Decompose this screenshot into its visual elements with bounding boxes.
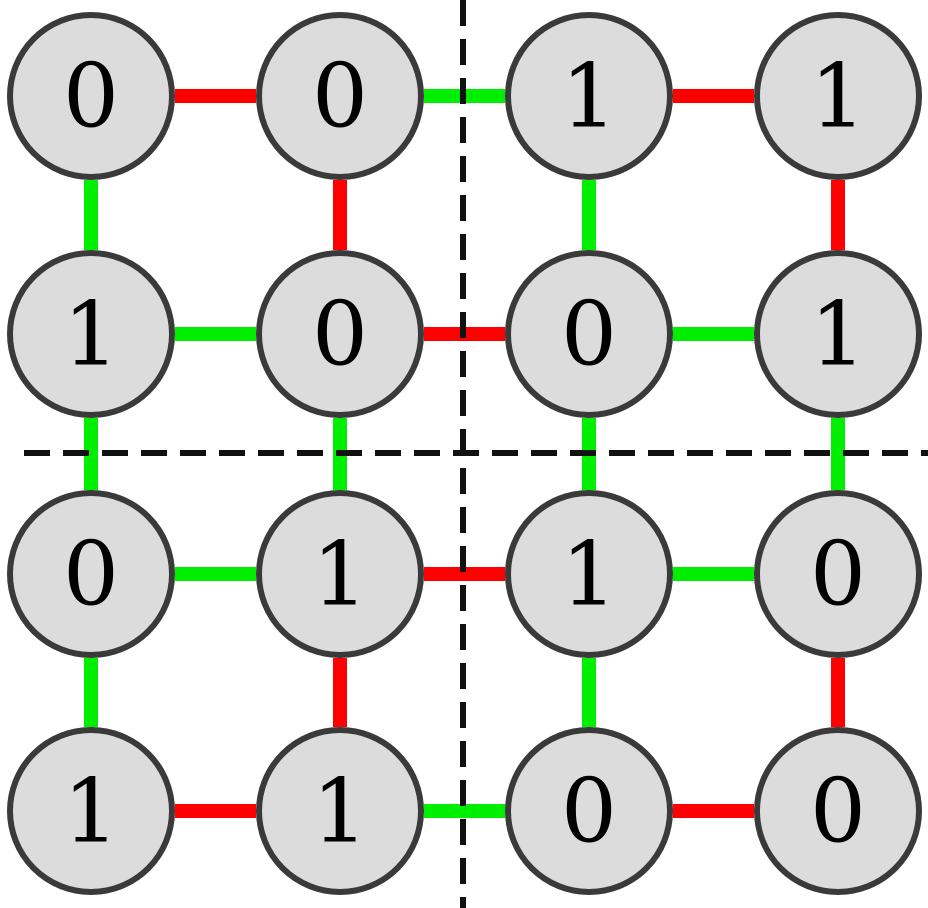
node-r3-c3: 0 [754,727,922,895]
node-value: 1 [810,283,866,386]
dividers-layer [24,0,928,908]
node-r3-c1: 1 [256,727,424,895]
node-circle [256,250,424,418]
node-value: 0 [312,283,368,386]
node-r0-c2: 1 [505,12,673,180]
node-value: 1 [63,283,119,386]
node-value: 1 [312,760,368,863]
node-circle [754,250,922,418]
node-circle [256,490,424,658]
node-r2-c1: 1 [256,490,424,658]
node-r3-c2: 0 [505,727,673,895]
node-r3-c0: 1 [7,727,175,895]
node-value: 1 [561,523,617,626]
node-circle [7,490,175,658]
node-value: 0 [312,45,368,148]
node-circle [505,250,673,418]
node-circle [7,250,175,418]
node-value: 1 [810,45,866,148]
node-value: 0 [810,523,866,626]
node-circle [754,727,922,895]
node-r2-c0: 0 [7,490,175,658]
node-r1-c0: 1 [7,250,175,418]
node-r0-c3: 1 [754,12,922,180]
node-circle [7,727,175,895]
node-value: 1 [312,523,368,626]
node-value: 0 [561,283,617,386]
node-circle [256,12,424,180]
node-circle [505,727,673,895]
node-circle [7,12,175,180]
node-value: 1 [63,760,119,863]
node-value: 0 [63,523,119,626]
node-r1-c1: 0 [256,250,424,418]
node-circle [505,12,673,180]
node-value: 0 [561,760,617,863]
node-r1-c3: 1 [754,250,922,418]
node-value: 0 [810,760,866,863]
node-r1-c2: 0 [505,250,673,418]
node-circle [256,727,424,895]
node-circle [754,12,922,180]
node-value: 1 [561,45,617,148]
node-r0-c0: 0 [7,12,175,180]
node-r2-c2: 1 [505,490,673,658]
node-r0-c1: 0 [256,12,424,180]
node-circle [754,490,922,658]
node-value: 0 [63,45,119,148]
nodes-layer: 0 0 1 1 1 0 0 1 0 1 1 0 1 1 0 0 [7,12,922,895]
node-circle [505,490,673,658]
node-r2-c3: 0 [754,490,922,658]
